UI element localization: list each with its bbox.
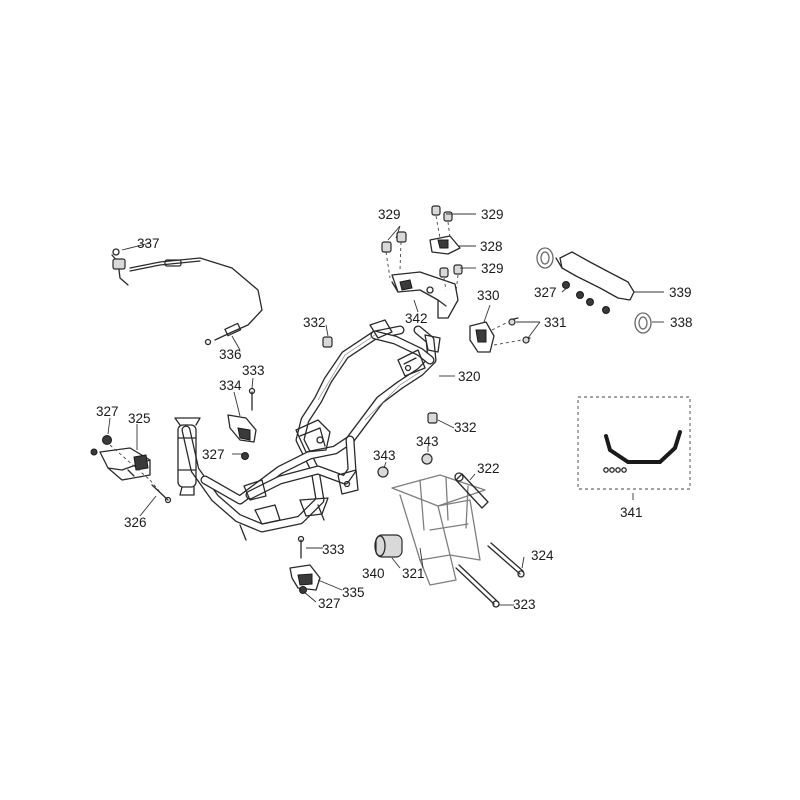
screw-part-331 — [508, 317, 531, 344]
label-330: 330 — [477, 288, 500, 303]
label-327-right: 327 — [534, 285, 557, 300]
label-334: 334 — [219, 378, 242, 393]
label-341: 341 — [620, 505, 643, 520]
label-342: 342 — [405, 311, 428, 326]
label-329-upper-right: 329 — [481, 207, 504, 222]
leader-lines — [107, 213, 664, 606]
label-340: 340 — [362, 566, 385, 581]
label-325: 325 — [128, 411, 151, 426]
bolt-part-329-a — [381, 231, 407, 253]
bolt-part-329-b — [431, 205, 453, 222]
label-320: 320 — [458, 369, 481, 384]
label-321: 321 — [402, 566, 425, 581]
bolt-part-324 — [487, 542, 525, 578]
label-329-lower-right: 329 — [481, 261, 504, 276]
hose-kit-part-341 — [577, 396, 691, 490]
label-327-middle: 327 — [202, 447, 225, 462]
label-332-lower: 332 — [454, 420, 477, 435]
label-324: 324 — [531, 548, 554, 563]
mount-part-332-b — [427, 412, 438, 424]
tube-part-322 — [454, 472, 489, 509]
label-338: 338 — [670, 315, 693, 330]
bolt-part-333-b — [297, 535, 305, 559]
bracket-part-325 — [99, 447, 151, 481]
main-frame-part-320 — [174, 319, 441, 541]
label-339: 339 — [669, 285, 692, 300]
label-333-lower: 333 — [322, 542, 345, 557]
nut-part-343-b — [421, 453, 433, 465]
mount-part-332-a — [322, 336, 333, 348]
nut-part-327-a — [102, 435, 112, 445]
label-326: 326 — [124, 515, 147, 530]
bushing-part-340 — [374, 534, 403, 558]
label-327-lower: 327 — [318, 596, 341, 611]
label-331: 331 — [544, 315, 567, 330]
label-333-upper: 333 — [242, 363, 265, 378]
label-322: 322 — [477, 461, 500, 476]
washer-icon — [90, 448, 98, 456]
nut-part-327-d — [562, 281, 610, 314]
bolt-part-329-c — [439, 264, 463, 278]
bracket-part-334 — [227, 414, 257, 443]
bracket-part-335 — [289, 564, 321, 591]
nut-part-327-c — [299, 586, 307, 594]
label-327-left: 327 — [96, 404, 119, 419]
clamp-part-328 — [429, 235, 461, 255]
bolt-part-333-a — [248, 387, 256, 411]
bracket-part-330 — [469, 321, 495, 353]
cable-part-336 — [129, 257, 263, 346]
label-323: 323 — [513, 597, 536, 612]
reflector-part-338 — [536, 247, 652, 334]
nut-part-327-b — [241, 452, 249, 460]
label-343-right: 343 — [416, 434, 439, 449]
bolt-part-323 — [455, 564, 500, 608]
label-328: 328 — [480, 239, 503, 254]
label-332-upper: 332 — [303, 315, 326, 330]
cable-end-part-337 — [111, 248, 182, 286]
label-329-left: 329 — [378, 207, 401, 222]
label-335: 335 — [342, 585, 365, 600]
bracket-part-342 — [391, 271, 459, 319]
subframe-part-321 — [391, 474, 486, 586]
label-343-left: 343 — [373, 448, 396, 463]
nut-part-343-a — [377, 466, 389, 478]
bolt-part-326 — [151, 484, 172, 504]
label-336: 336 — [219, 347, 242, 362]
bracket-part-339 — [555, 251, 635, 301]
label-337: 337 — [137, 236, 160, 251]
